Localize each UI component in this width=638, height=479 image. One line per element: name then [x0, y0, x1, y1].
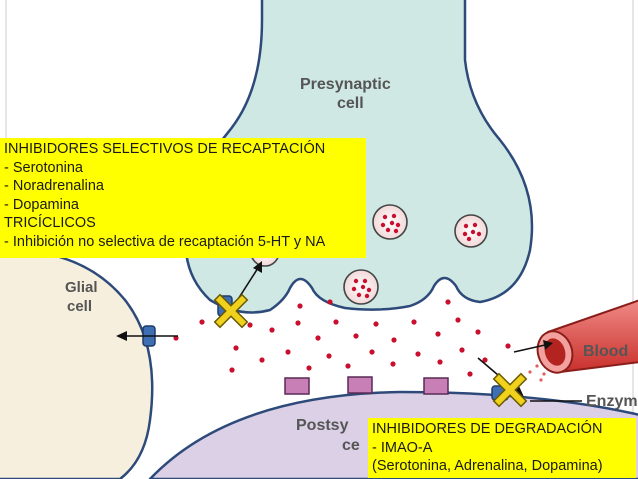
vesicle [372, 204, 408, 240]
reuptake-note-item: - Noradrenalina [4, 178, 104, 194]
reuptake-note-item: - Dopamina [4, 196, 79, 213]
x-mark-icon [213, 293, 249, 329]
reuptake-inhibitors-note: INHIBIDORES SELECTIVOS DE RECAPTACIÓN - … [0, 138, 366, 258]
transporters [142, 295, 509, 401]
vesicle [454, 214, 488, 248]
receptor [423, 377, 449, 395]
reuptake-note-subtitle: TRICÍCLICOS [4, 215, 96, 231]
metabolite-dots [528, 362, 551, 382]
reuptake-note-detail: - Inhibición no selectiva de recaptación… [4, 233, 326, 250]
presynaptic-label-line1: Presynaptic [300, 76, 391, 93]
enzyme-label: Enzyme [586, 393, 638, 410]
blood-diffusion-arrow [513, 344, 546, 353]
neurotransmitter-molecules [173, 299, 511, 377]
reuptake-note-item: - Serotonina [4, 159, 83, 176]
x-mark-icon [492, 372, 528, 408]
blood-label: Blood [583, 343, 628, 360]
presynaptic-label-line2: cell [337, 95, 364, 112]
degradation-inhibitors-note: INHIBIDORES DE DEGRADACIÓN - IMAO-A (Ser… [368, 418, 636, 478]
reuptake-note-title: INHIBIDORES SELECTIVOS DE RECAPTACIÓN [4, 141, 326, 157]
receptor [284, 377, 310, 395]
degradation-note-title: INHIBIDORES DE DEGRADACIÓN [372, 421, 603, 437]
receptors [284, 376, 449, 395]
postsynaptic-label-line2: ce [342, 437, 360, 454]
receptor [347, 376, 373, 394]
glial-label-line1: Glial [65, 279, 98, 296]
vesicle [343, 269, 379, 305]
degradation-note-detail: (Serotonina, Adrenalina, Dopamina) [372, 458, 603, 474]
glial-label-line2: cell [67, 298, 92, 315]
postsynaptic-label-line1: Postsy [296, 417, 349, 434]
blood-vessel [536, 299, 638, 374]
degradation-note-item: - IMAO-A [372, 439, 433, 456]
